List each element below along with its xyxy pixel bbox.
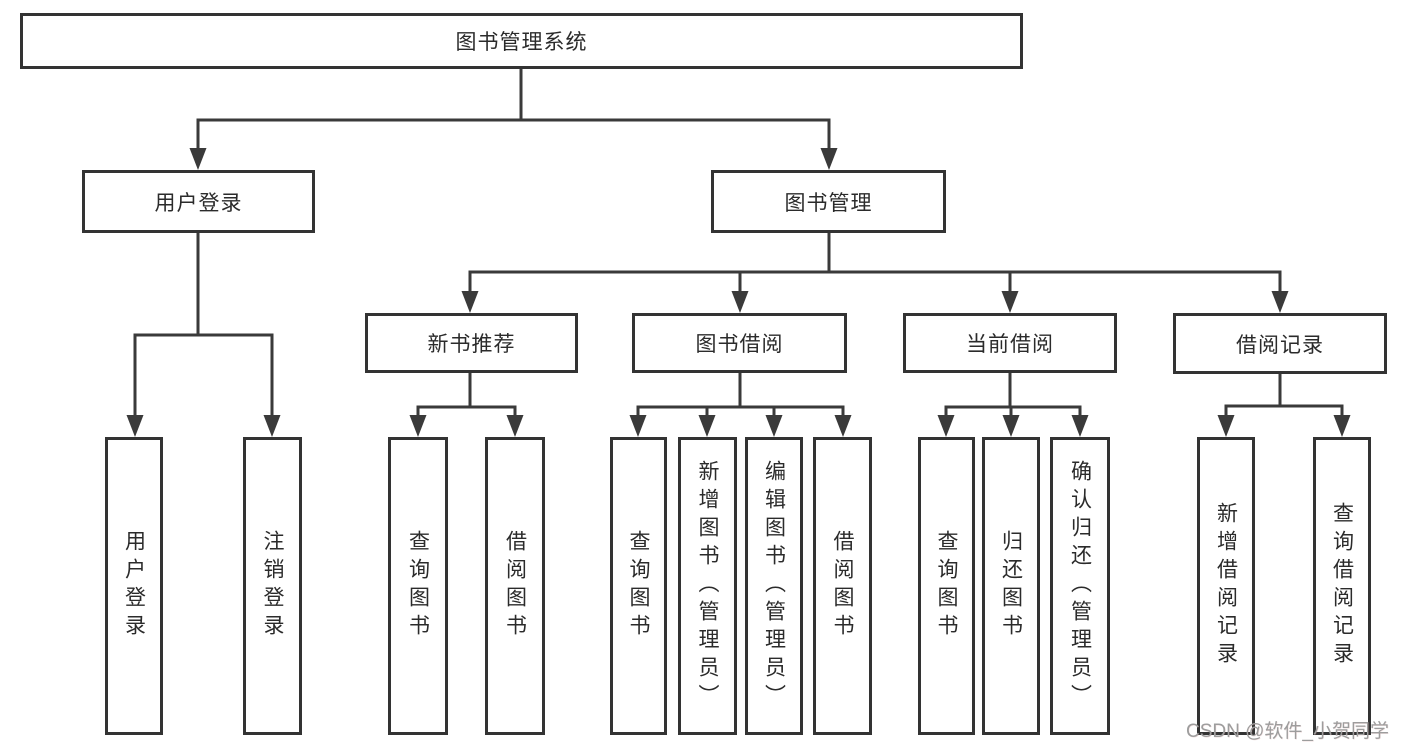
node-label: 图书借阅 xyxy=(695,333,784,356)
edge-borrow-records-to-leaves xyxy=(1217,374,1351,437)
leaf-label: 查询图书 xyxy=(406,530,430,642)
node-label: 用户登录 xyxy=(154,191,243,215)
leaf-borrow-books-recommend: 借阅图书 xyxy=(485,437,545,735)
leaf-label: 归还图书 xyxy=(999,530,1023,642)
leaf-query-books-borrow: 查询图书 xyxy=(610,437,667,735)
leaf-label: 借阅图书 xyxy=(503,530,527,642)
edge-book-mgmt-to-modules xyxy=(461,232,1289,313)
leaf-borrow-books: 借阅图书 xyxy=(813,437,872,735)
node-user-login: 用户登录 xyxy=(82,170,315,233)
leaf-label: 查询图书 xyxy=(627,530,650,642)
node-new-book-recommend: 新书推荐 xyxy=(365,313,578,373)
edge-new-book-to-leaves xyxy=(409,372,524,437)
csdn-watermark: CSDN @软件_小贺同学 xyxy=(1186,721,1389,742)
leaf-user-login: 用户登录 xyxy=(105,437,163,735)
node-book-management: 图书管理 xyxy=(711,170,946,233)
leaf-add-borrow-record: 新增借阅记录 xyxy=(1197,437,1255,735)
leaf-edit-book-admin: 编辑图书（管理员） xyxy=(745,437,803,735)
leaf-label: 新增借阅记录 xyxy=(1214,502,1238,670)
leaf-query-borrow-record: 查询借阅记录 xyxy=(1313,437,1371,735)
edge-current-borrow-to-leaves xyxy=(937,373,1089,437)
leaf-label: 确认归还（管理员） xyxy=(1068,460,1092,712)
node-label: 借阅记录 xyxy=(1236,333,1324,357)
leaf-label: 查询借阅记录 xyxy=(1330,502,1354,670)
edge-user-login-to-leaves xyxy=(126,232,281,437)
leaf-query-books-current: 查询图书 xyxy=(918,437,975,735)
leaf-return-book: 归还图书 xyxy=(982,437,1040,735)
edge-root-to-branches xyxy=(189,68,838,170)
node-label: 图书管理 xyxy=(784,191,873,215)
leaf-label: 新增图书（管理员） xyxy=(696,460,719,712)
leaf-label: 编辑图书（管理员） xyxy=(762,460,786,712)
node-library-system: 图书管理系统 xyxy=(20,13,1023,69)
node-borrowing-records: 借阅记录 xyxy=(1173,313,1387,374)
leaf-logout: 注销登录 xyxy=(243,437,302,735)
node-label: 新书推荐 xyxy=(427,333,516,356)
node-current-borrowing: 当前借阅 xyxy=(903,313,1117,373)
leaf-label: 用户登录 xyxy=(122,530,146,642)
leaf-label: 查询图书 xyxy=(935,530,958,642)
edge-book-borrow-to-leaves xyxy=(629,372,852,437)
node-book-borrowing: 图书借阅 xyxy=(632,313,847,373)
leaf-label: 注销登录 xyxy=(261,530,284,642)
leaf-add-book-admin: 新增图书（管理员） xyxy=(678,437,737,735)
node-label: 当前借阅 xyxy=(966,333,1054,356)
node-label: 图书管理系统 xyxy=(455,31,588,54)
leaf-label: 借阅图书 xyxy=(831,530,854,642)
leaf-confirm-return-admin: 确认归还（管理员） xyxy=(1050,437,1110,735)
leaf-query-books-recommend: 查询图书 xyxy=(388,437,448,735)
